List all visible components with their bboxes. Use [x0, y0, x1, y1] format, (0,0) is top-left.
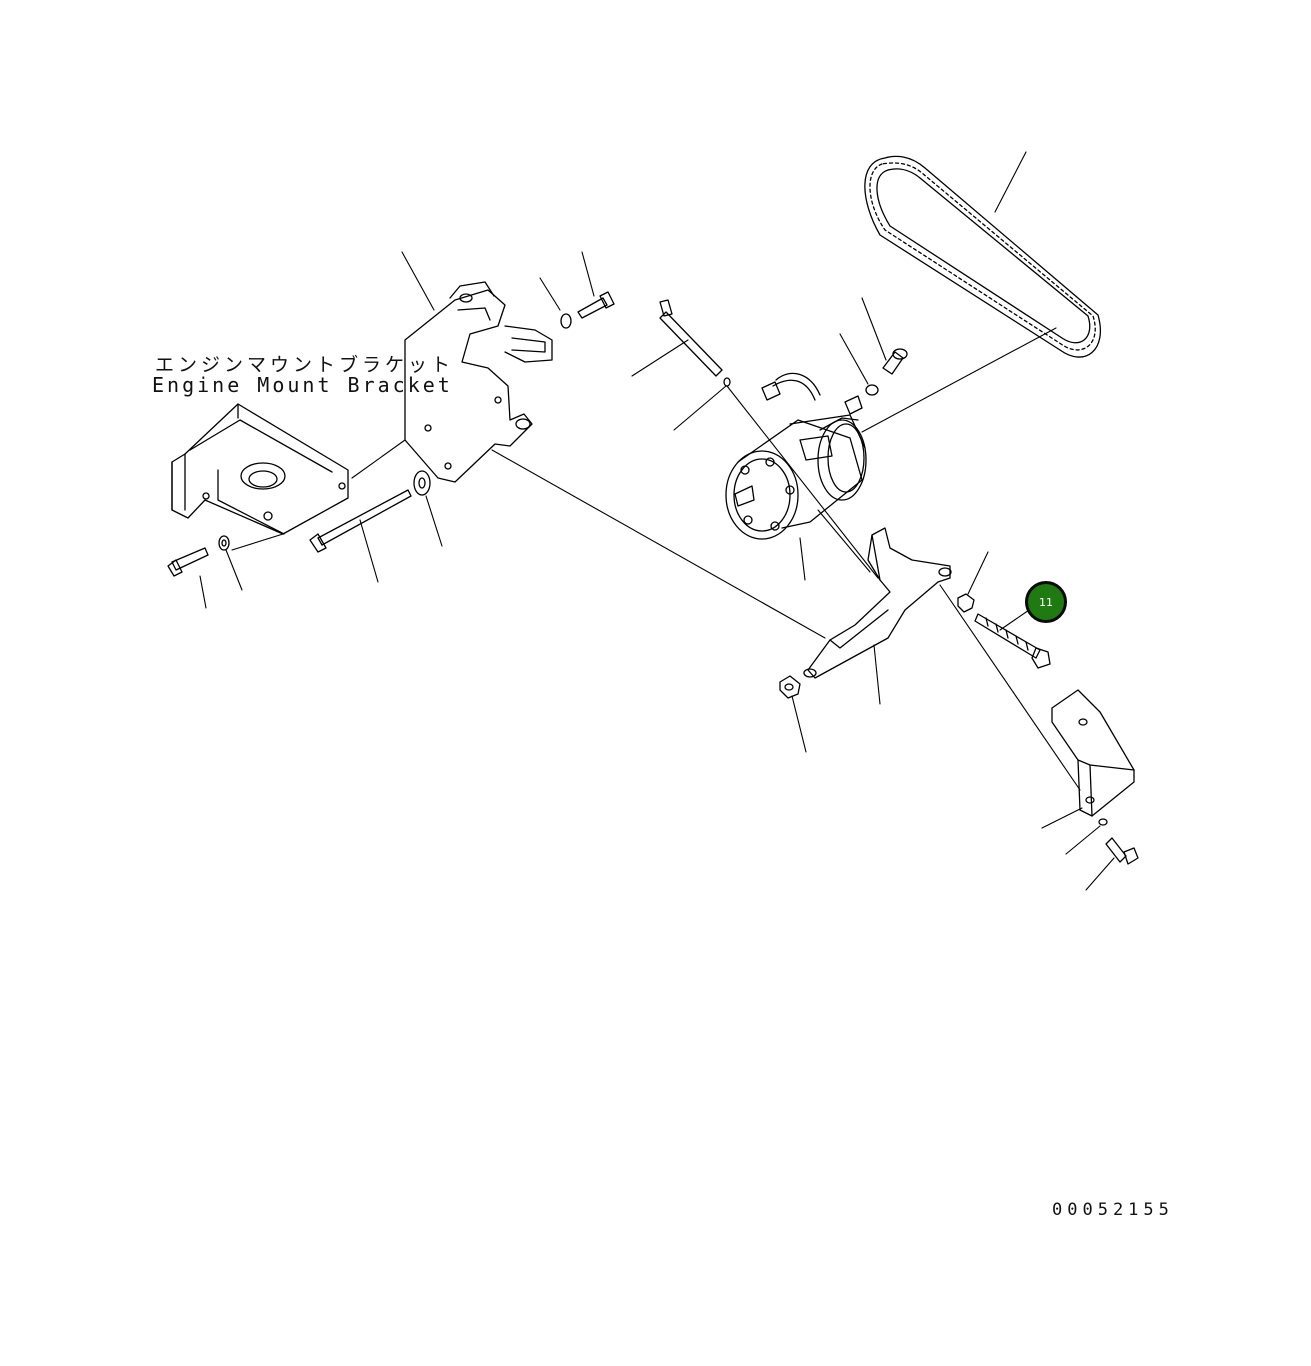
long-bolt-left	[309, 489, 412, 553]
callout-item-11[interactable]: 11	[1025, 581, 1067, 623]
nut-lower	[779, 675, 801, 699]
bolt-lower-right	[1105, 837, 1139, 865]
washer-lower-right	[1098, 818, 1108, 826]
bolt-compressor-top	[882, 348, 908, 375]
small-washer-center	[723, 377, 731, 387]
washer-compressor	[865, 384, 879, 396]
lower-right-bracket	[1051, 689, 1135, 817]
nut-right	[957, 593, 975, 613]
callout-number: 11	[1039, 595, 1053, 609]
washer-top	[560, 313, 572, 329]
ac-compressor	[725, 372, 867, 540]
v-belt	[864, 155, 1101, 358]
washer-left	[218, 535, 230, 551]
main-bracket-plate	[404, 281, 553, 483]
engine-mount-bracket	[171, 403, 349, 535]
bolt-item-11	[974, 613, 1051, 669]
long-bolt-center	[659, 299, 723, 377]
bolt-top	[577, 291, 615, 319]
leader-lines	[199, 151, 1115, 891]
bolt-left	[167, 547, 209, 577]
engine-mount-bracket-label-jp: エンジンマウントブラケット	[155, 354, 455, 376]
washer-center	[413, 470, 431, 496]
drawing-code: 00052155	[1052, 1200, 1174, 1220]
tension-bracket	[803, 527, 952, 679]
engine-mount-bracket-label-en: Engine Mount Bracket	[152, 373, 453, 397]
